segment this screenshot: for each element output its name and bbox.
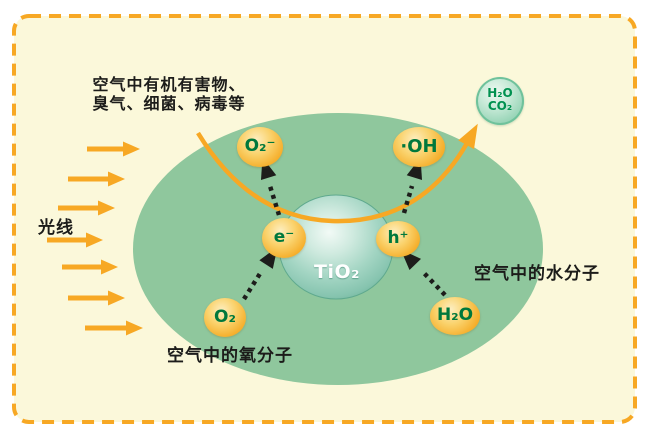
reaction-path-arrowhead (458, 123, 478, 150)
light-rays-label: 光线 (38, 218, 74, 238)
oxygen-bubble: O₂ (204, 298, 246, 337)
products-co2-label: CO₂ (487, 99, 513, 113)
electron-bubble: e⁻ (262, 218, 306, 258)
oxygen-to-electron-arrow (242, 270, 263, 301)
products-water-label: H₂O (487, 86, 513, 101)
water-label: H₂O (436, 305, 474, 325)
water-to-hole-arrow (420, 269, 447, 297)
pollutants-line2: 臭气、细菌、病毒等 (92, 93, 246, 113)
superoxide-label: O₂⁻ (244, 136, 276, 156)
tio2-sphere-label: TiO₂ (314, 261, 360, 283)
oxygen-molecules-label: 空气中的氧分子 (167, 346, 293, 366)
pollutants-line1: 空气中有机有害物、 (92, 75, 246, 94)
light-ray-arrows (47, 141, 143, 336)
hydroxyl-bubble: ·OH (393, 127, 445, 167)
transfer-arrows (242, 185, 447, 301)
water-molecules-label: 空气中的水分子 (474, 264, 600, 284)
hole-label: h⁺ (387, 228, 409, 248)
water-bubble: H₂O (430, 297, 480, 335)
reaction-path-curve (196, 131, 473, 224)
superoxide-bubble: O₂⁻ (237, 127, 283, 167)
electron-label: e⁻ (273, 227, 295, 247)
hole-bubble: h⁺ (376, 221, 420, 257)
pollutants-label: 空气中有机有害物、 臭气、细菌、病毒等 (58, 75, 280, 114)
hydroxyl-label: ·OH (400, 135, 438, 157)
oxygen-label: O₂ (214, 306, 236, 327)
products-bubble: H₂O CO₂ (476, 77, 524, 125)
